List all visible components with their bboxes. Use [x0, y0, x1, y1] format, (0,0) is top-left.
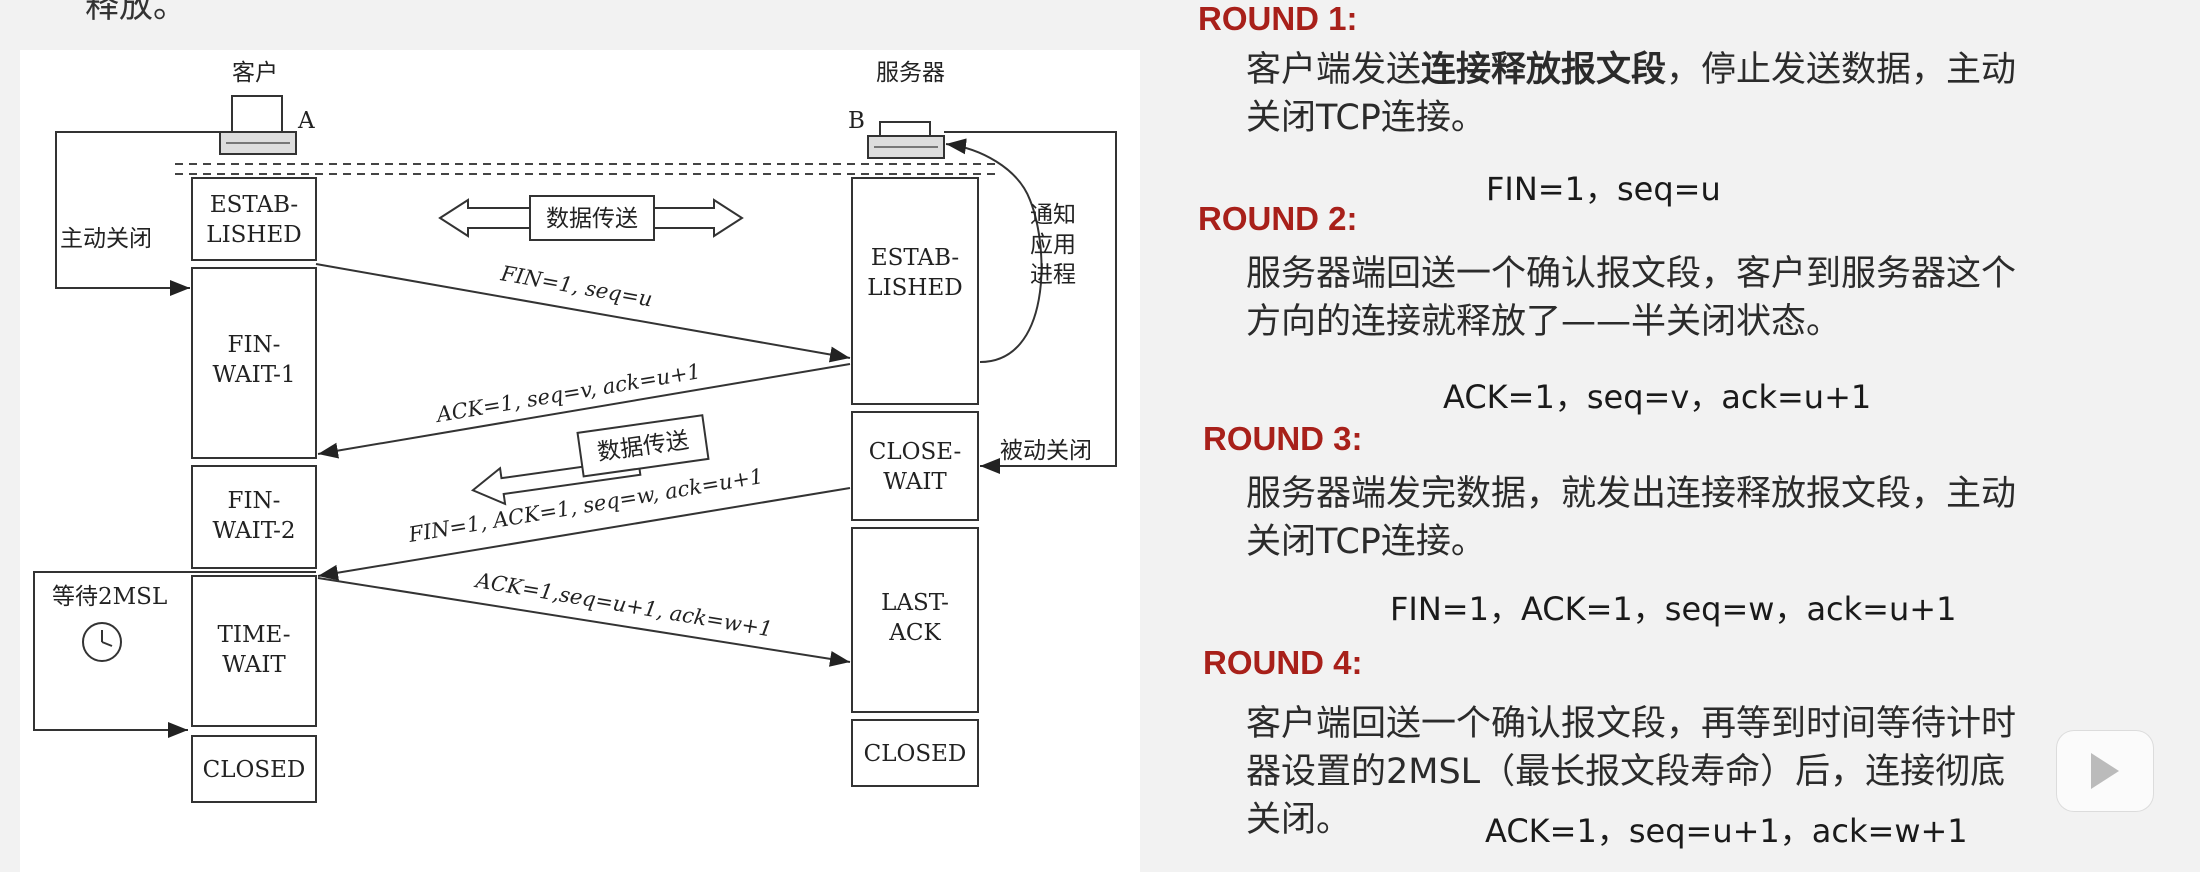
msg-label-4: ACK=1,seq=u+1, ack=w+1: [472, 568, 774, 642]
svg-text:WAIT: WAIT: [883, 469, 947, 495]
server-computer-icon: [867, 121, 945, 159]
tcp-close-diagram: 客户 A 服务器 B ESTAB- LISHED FIN- WAIT-1 FIN…: [20, 50, 1140, 872]
round-1-title: ROUND 1:: [1198, 0, 1358, 37]
page-fragment: 释放。: [85, 0, 187, 26]
notify-app-label-2: 应用: [1030, 232, 1076, 258]
msg-arrow-4: [317, 577, 851, 667]
msg-label-2: ACK=1, seq=v, ack=u+1: [433, 359, 703, 427]
clock-icon: [82, 622, 122, 662]
svg-text:FIN-: FIN-: [228, 488, 281, 514]
msg-arrow-2: [317, 363, 851, 459]
round-4-formula: ACK=1，seq=u+1，ack=w+1: [1485, 812, 1968, 850]
round-4-title: ROUND 4:: [1203, 644, 1363, 681]
play-icon: [2091, 753, 2119, 789]
svg-text:TIME-: TIME-: [218, 622, 291, 648]
client-state-established: ESTAB- LISHED: [191, 177, 317, 261]
server-state-closed: CLOSED: [851, 719, 979, 787]
diagram-svg: 客户 A 服务器 B ESTAB- LISHED FIN- WAIT-1 FIN…: [33, 60, 1117, 803]
notify-app-curve: [945, 138, 1043, 363]
server-state-established: ESTAB- LISHED: [851, 177, 979, 405]
round-1-text: 客户端发送连接释放报文段，停止发送数据，主动 关闭TCP连接。: [1246, 50, 2017, 138]
passive-close-connector: [944, 131, 1117, 474]
round-3-text: 服务器端发完数据，就发出连接释放报文段，主动 关闭TCP连接。: [1246, 474, 2017, 562]
client-state-time-wait: TIME- WAIT: [191, 575, 317, 727]
data-transfer-double-arrow: 数据传送: [438, 195, 744, 241]
svg-text:WAIT: WAIT: [222, 652, 286, 678]
wait-2msl-label: 等待2MSL: [52, 584, 167, 610]
msg-arrow-1: [315, 263, 851, 363]
svg-text:LISHED: LISHED: [206, 222, 301, 248]
msg-label-1: FIN=1, seq=u: [498, 261, 654, 311]
notify-app-label-1: 通知: [1030, 202, 1076, 228]
passive-close-label: 被动关闭: [1000, 438, 1092, 464]
client-state-fin-wait-2: FIN- WAIT-2: [191, 465, 317, 569]
svg-text:ESTAB-: ESTAB-: [210, 192, 298, 218]
svg-text:CLOSE-: CLOSE-: [869, 439, 961, 465]
svg-text:FIN-: FIN-: [228, 332, 281, 358]
client-state-closed: CLOSED: [191, 735, 317, 803]
server-letter: B: [848, 108, 865, 134]
server-label: 服务器: [876, 60, 945, 86]
svg-text:WAIT-1: WAIT-1: [213, 362, 296, 388]
svg-text:数据传送: 数据传送: [546, 206, 638, 232]
server-state-close-wait: CLOSE- WAIT: [851, 411, 979, 521]
client-state-fin-wait-1: FIN- WAIT-1: [191, 267, 317, 459]
client-letter: A: [297, 108, 315, 134]
active-close-label: 主动关闭: [60, 226, 152, 252]
client-computer-icon: [219, 95, 297, 155]
client-label: 客户: [232, 60, 278, 86]
svg-text:WAIT-2: WAIT-2: [213, 518, 296, 544]
round-1-formula: FIN=1，seq=u: [1486, 170, 1721, 208]
round-2-formula: ACK=1，seq=v，ack=u+1: [1443, 378, 1872, 416]
round-3-formula: FIN=1，ACK=1，seq=w，ack=u+1: [1390, 590, 1957, 628]
svg-text:CLOSED: CLOSED: [864, 741, 967, 767]
round-4-text: 客户端回送一个确认报文段，再等到时间等待计时 器设置的2MSL（最长报文段寿命）…: [1246, 704, 2017, 840]
svg-text:LAST-: LAST-: [881, 590, 949, 616]
svg-text:ACK: ACK: [888, 620, 941, 646]
server-state-last-ack: LAST- ACK: [851, 527, 979, 713]
svg-text:LISHED: LISHED: [867, 275, 962, 301]
wait-2msl-connector: [33, 571, 316, 738]
video-play-overlay[interactable]: [2056, 730, 2154, 812]
rounds-panel: ROUND 1: 客户端发送连接释放报文段，停止发送数据，主动 关闭TCP连接。…: [1198, 0, 2198, 872]
msg-arrow-3: [317, 487, 851, 581]
active-close-connector: [55, 131, 220, 296]
svg-text:ESTAB-: ESTAB-: [871, 245, 959, 271]
round-2-title: ROUND 2:: [1198, 200, 1358, 237]
data-transfer-left-arrow: 数据传送: [470, 414, 710, 506]
round-2-text: 服务器端回送一个确认报文段，客户到服务器这个 方向的连接就释放了——半关闭状态。: [1246, 254, 2017, 342]
round-3-title: ROUND 3:: [1203, 420, 1363, 457]
notify-app-label-3: 进程: [1030, 262, 1076, 288]
svg-text:CLOSED: CLOSED: [203, 757, 306, 783]
